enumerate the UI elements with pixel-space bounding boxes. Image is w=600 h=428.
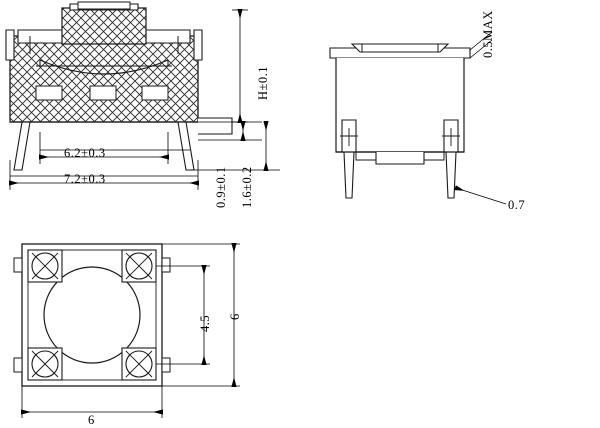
dim-side-pin-width: 0.7	[508, 198, 526, 212]
dim-top-outer-square-right: 6	[228, 313, 242, 320]
dim-front-leg-upper: 0.9±0.1	[214, 166, 228, 208]
top-view-dimension-lines	[21, 243, 240, 418]
dim-front-leg-lower: 1.6±0.2	[240, 166, 254, 208]
dim-top-outer-square-bottom: 6	[88, 413, 95, 427]
dim-side-top-thickness: 0.5MAX	[481, 10, 495, 58]
side-view-geometry	[329, 43, 471, 199]
front-view-geometry	[5, 1, 233, 171]
dim-front-width-outer: 7.2±0.3	[64, 172, 106, 186]
dim-front-height: H±0.1	[256, 65, 270, 100]
dim-top-inner-square: 4.5	[198, 314, 212, 332]
front-view-dimension-lines	[9, 9, 280, 190]
top-view-geometry	[13, 243, 171, 387]
side-view-dimension-lines	[454, 31, 507, 205]
dim-front-width-inner: 6.2±0.3	[64, 146, 106, 160]
